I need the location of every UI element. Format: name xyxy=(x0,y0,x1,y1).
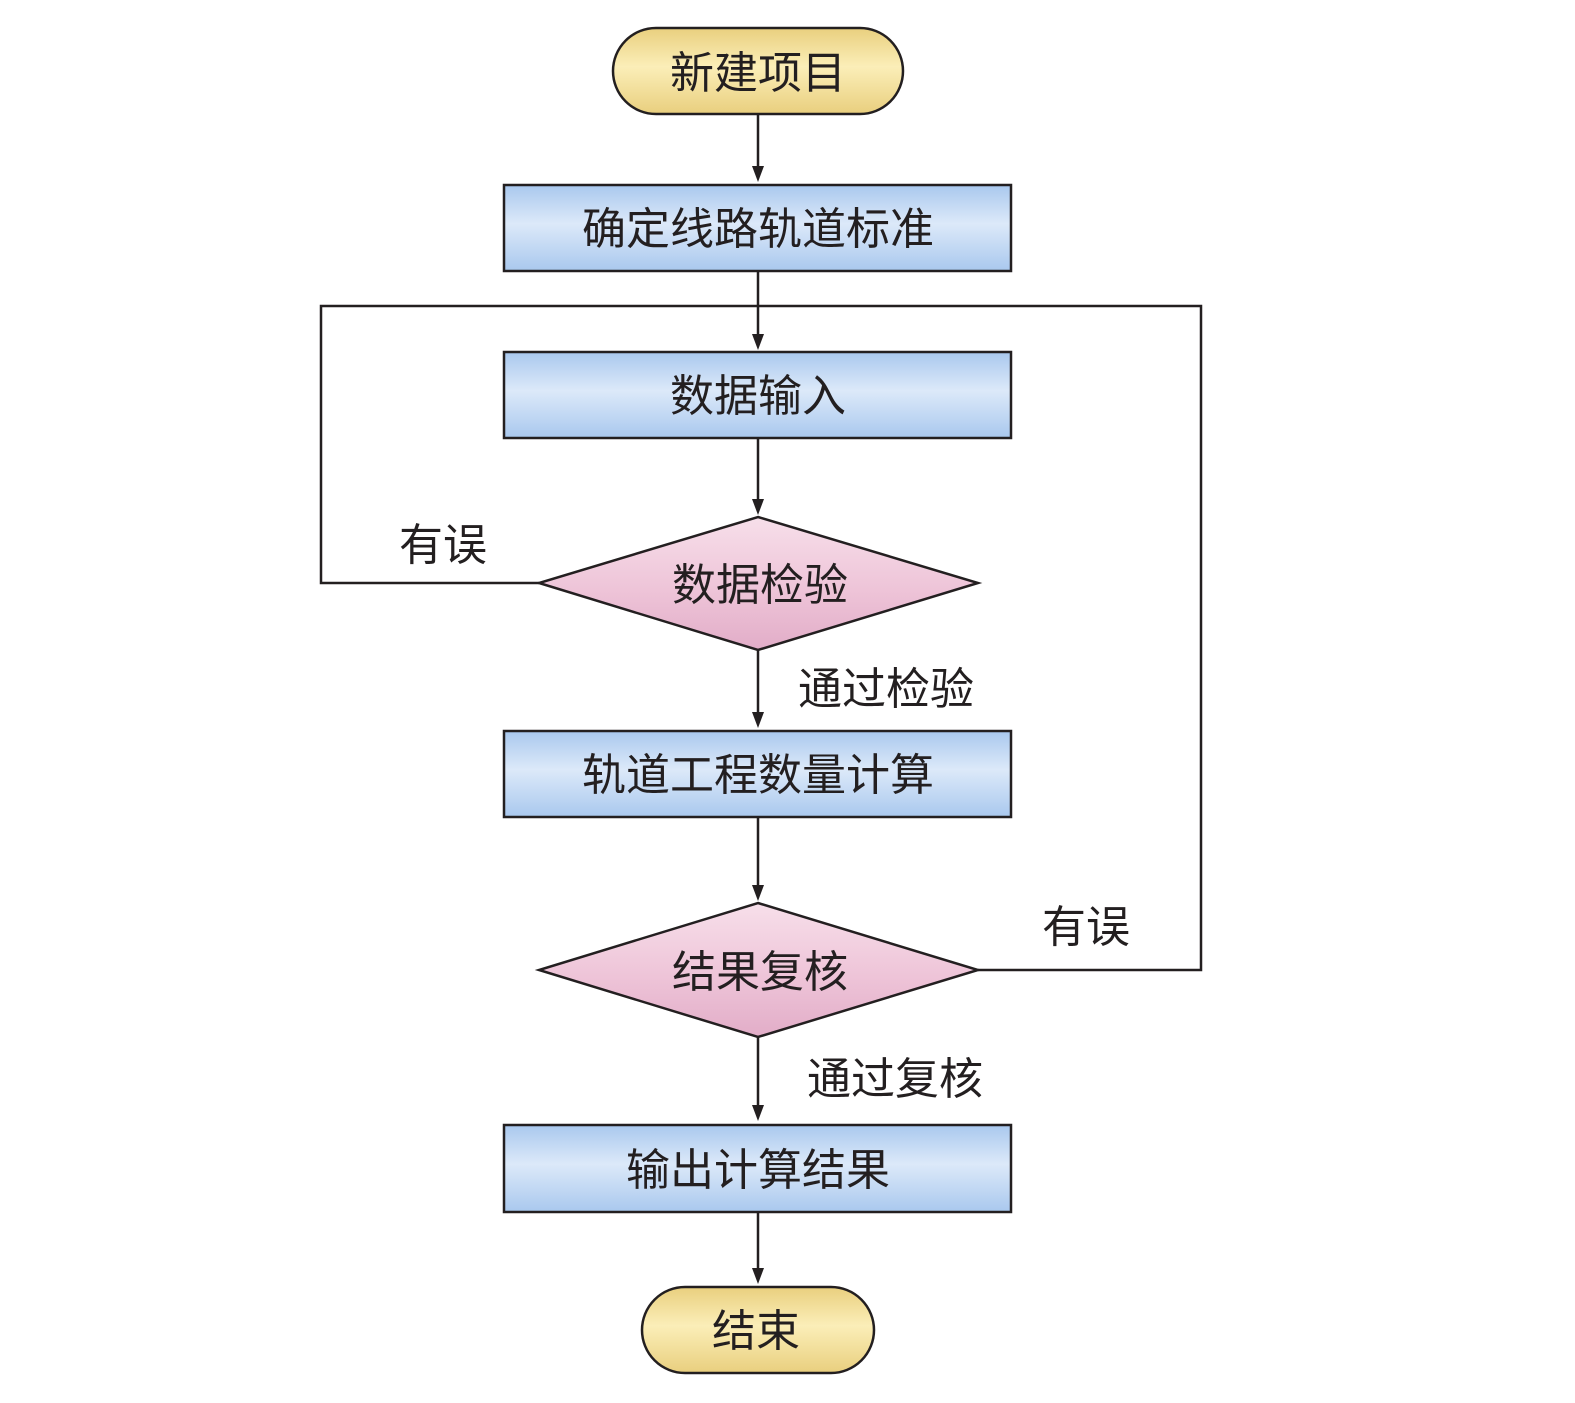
arrowhead-icon xyxy=(752,885,764,901)
arrowhead-icon xyxy=(752,166,764,182)
node-quantity-calc: 轨道工程数量计算 xyxy=(502,729,1013,819)
arrowhead-icon xyxy=(752,499,764,515)
node-define-standard-label: 确定线路轨道标准 xyxy=(582,204,934,255)
node-output-results-label: 输出计算结果 xyxy=(626,1145,890,1196)
arrowhead-icon xyxy=(752,334,764,350)
node-data-input: 数据输入 xyxy=(502,350,1013,440)
arrowhead-icon xyxy=(752,1105,764,1121)
edge-label-check-error: 有误 xyxy=(399,520,487,571)
node-quantity-calc-label: 轨道工程数量计算 xyxy=(582,750,934,801)
node-result-review-label: 结果复核 xyxy=(672,947,848,998)
node-data-input-label: 数据输入 xyxy=(670,371,846,422)
edges xyxy=(319,114,1203,1284)
edge-label-review-error: 有误 xyxy=(1042,902,1130,953)
node-end: 结束 xyxy=(640,1285,876,1375)
node-define-standard: 确定线路轨道标准 xyxy=(502,183,1013,273)
edge-label-review-pass: 通过复核 xyxy=(807,1054,983,1105)
node-result-review: 结果复核 xyxy=(534,901,983,1039)
node-start: 新建项目 xyxy=(611,26,905,116)
node-start-label: 新建项目 xyxy=(670,48,846,99)
edge-label-check-pass: 通过检验 xyxy=(798,664,974,715)
node-end-label: 结束 xyxy=(712,1306,800,1357)
arrowhead-icon xyxy=(752,1268,764,1284)
node-output-results: 输出计算结果 xyxy=(502,1123,1013,1214)
arrowhead-icon xyxy=(752,712,764,728)
node-data-check-label: 数据检验 xyxy=(672,560,848,611)
node-data-check: 数据检验 xyxy=(534,515,983,652)
edge-error-feedback-loop xyxy=(319,304,1203,972)
